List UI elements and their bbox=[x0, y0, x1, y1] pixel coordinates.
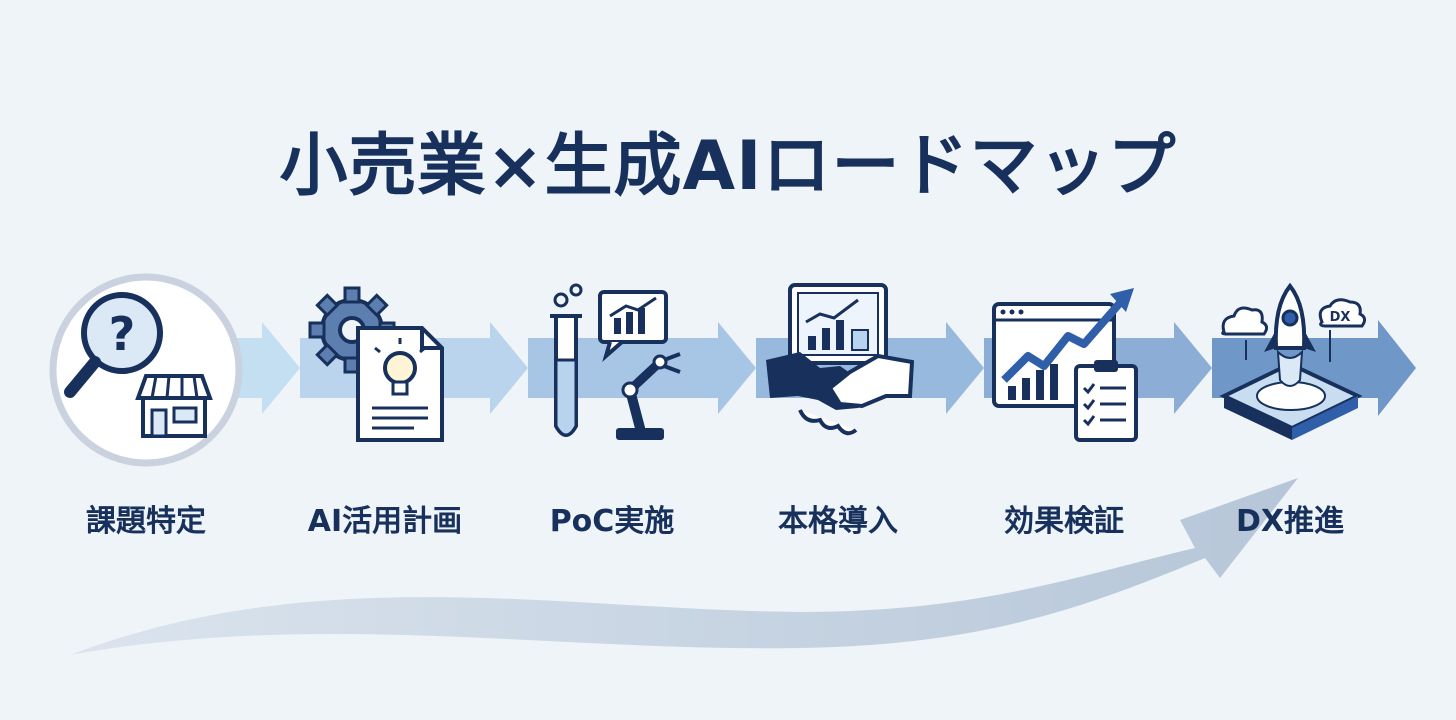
step-label-3: PoC実施 bbox=[549, 504, 675, 539]
step-label-4: 本格導入 bbox=[778, 504, 898, 539]
magnifier-store-icon: ? bbox=[49, 273, 243, 467]
page-title: 小売業×生成AIロードマップ bbox=[279, 127, 1177, 206]
step-label-2: AI活用計画 bbox=[307, 504, 463, 539]
process-arrow-1 bbox=[235, 322, 300, 414]
gear-document-lightbulb-icon bbox=[308, 286, 444, 442]
dx-badge: DX bbox=[1330, 310, 1351, 325]
test-tube-robot-arm-icon bbox=[550, 283, 681, 440]
growth-swoosh-arrow bbox=[70, 478, 1298, 655]
step-label-5: 効果検証 bbox=[1004, 504, 1124, 539]
svg-text:?: ? bbox=[109, 307, 136, 361]
handshake-dashboard-icon bbox=[766, 283, 915, 436]
chart-clipboard-icon bbox=[992, 288, 1138, 442]
rocket-platform-icon: DX bbox=[1219, 282, 1367, 440]
step-label-6: DX推進 bbox=[1235, 504, 1345, 539]
step-label-1: 課題特定 bbox=[86, 504, 206, 539]
process-arrow-3 bbox=[528, 322, 756, 414]
